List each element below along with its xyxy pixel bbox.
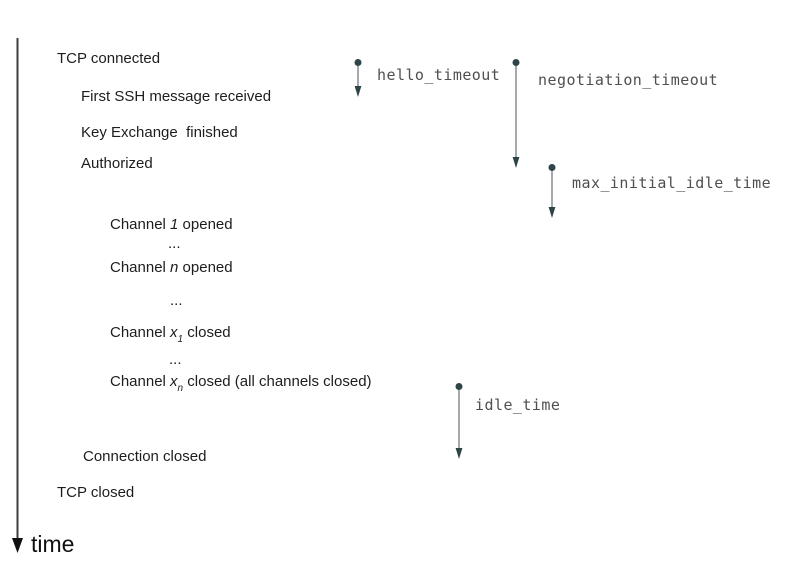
channel-suffix: opened: [178, 259, 233, 276]
ellipsis-1: ...: [168, 235, 181, 252]
channel-prefix: Channel: [110, 373, 171, 390]
channel-prefix: Channel: [110, 324, 171, 341]
idle-time-arrow: [455, 383, 463, 459]
negotiation-timeout-label: negotiation_timeout: [538, 71, 719, 89]
ellipsis-3: ...: [169, 351, 182, 368]
max-initial-idle-time-label: max_initial_idle_time: [572, 174, 772, 192]
event-tcp-connected: TCP connected: [57, 50, 161, 67]
event-tcp-closed: TCP closed: [57, 484, 135, 501]
hello-timeout-label: hello_timeout: [377, 66, 501, 84]
channel-suffix: closed (all channels closed): [183, 373, 372, 390]
event-channel-1-opened: Channel 1 opened: [110, 216, 233, 236]
channel-variable: x: [170, 324, 178, 341]
negotiation-timeout-arrow: [512, 59, 520, 168]
idle-time-label: idle_time: [475, 396, 561, 414]
time-axis-arrow: [12, 38, 23, 553]
event-channel-xn-closed: Channel xn closed (all channels closed): [110, 373, 372, 394]
event-first-ssh-message: First SSH message received: [81, 88, 272, 105]
event-authorized: Authorized: [81, 155, 153, 172]
event-channel-n-opened: Channel n opened: [110, 259, 233, 279]
channel-subscript: n: [177, 383, 184, 394]
channel-variable: x: [170, 373, 178, 390]
event-connection-closed: Connection closed: [83, 448, 207, 465]
max-initial-idle-time-arrow: [548, 164, 556, 218]
channel-variable: 1: [170, 216, 179, 233]
event-key-exchange-finished: Key Exchange finished: [81, 124, 238, 141]
time-axis-label: time: [31, 531, 75, 557]
channel-suffix: closed: [183, 324, 231, 341]
channel-prefix: Channel: [110, 259, 171, 276]
hello-timeout-arrow: [354, 59, 362, 97]
channel-subscript: 1: [177, 334, 184, 345]
event-channel-x1-closed: Channel x1 closed: [110, 324, 231, 345]
ellipsis-2: ...: [170, 292, 183, 309]
channel-variable: n: [170, 259, 179, 276]
channel-suffix: opened: [178, 216, 233, 233]
channel-prefix: Channel: [110, 216, 171, 233]
